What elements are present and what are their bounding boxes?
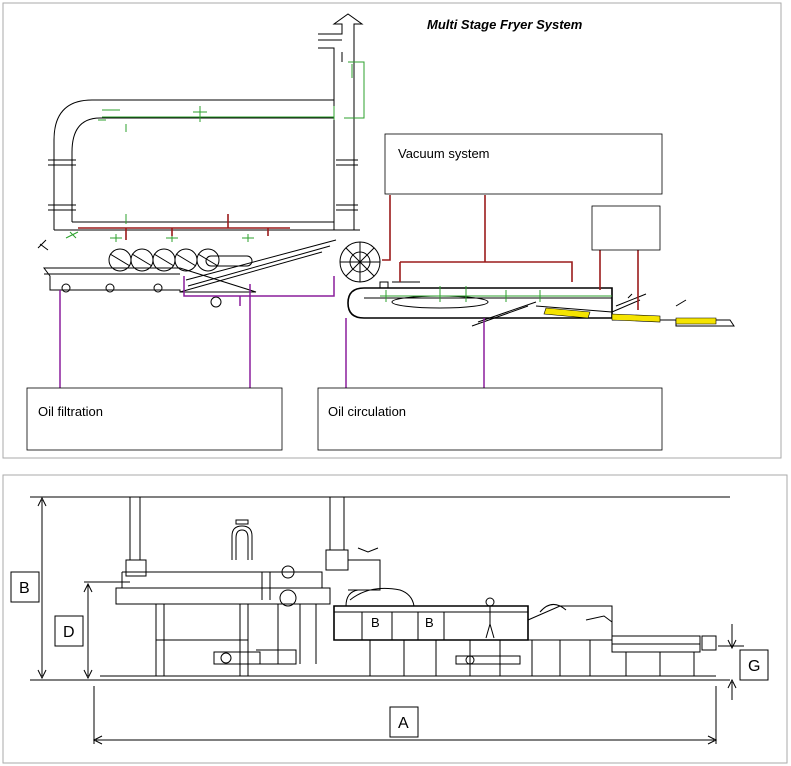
dim-box-d <box>54 615 84 647</box>
control-box <box>591 205 661 251</box>
oil-circulation-label: Oil circulation <box>328 404 406 419</box>
oil-filtration-box <box>26 387 283 451</box>
oil-circulation-box <box>317 387 663 451</box>
vacuum-piping <box>382 195 639 310</box>
heater-line <box>78 214 290 240</box>
vacuum-system-label: Vacuum system <box>398 146 490 161</box>
dim-box-a <box>389 706 419 738</box>
section-marker-2: B <box>425 615 434 630</box>
product-slice-3 <box>675 317 717 325</box>
paddle-conveyor <box>108 248 253 272</box>
exhaust-stack <box>318 13 364 230</box>
oil-piping <box>59 276 485 388</box>
dim-box-b <box>10 571 40 603</box>
dim-label-d: D <box>63 624 75 641</box>
bottom-panel-frame <box>2 474 788 764</box>
top-panel: Multi Stage Fryer System <box>2 2 782 459</box>
dim-label-g: G <box>748 658 760 675</box>
transfer-wheel <box>339 241 381 283</box>
diagram-title: Multi Stage Fryer System <box>427 17 583 32</box>
section-marker-1: B <box>371 615 380 630</box>
fryer-hood <box>48 99 360 231</box>
sensor-lines <box>65 61 365 242</box>
bottom-panel: B D A G <box>2 474 788 764</box>
dimension-lines <box>30 496 744 745</box>
fryer-pan-left <box>37 239 337 308</box>
vacuum-system-box <box>384 133 663 195</box>
product-slice-2 <box>611 313 661 323</box>
dim-label-a: A <box>398 715 409 732</box>
dim-label-b: B <box>19 580 30 597</box>
dim-box-g <box>739 649 769 681</box>
oil-filtration-label: Oil filtration <box>38 404 103 419</box>
fryer-pan-right <box>347 281 735 327</box>
product-slice-1 <box>543 307 591 319</box>
machine-elevation: B B <box>100 497 717 677</box>
